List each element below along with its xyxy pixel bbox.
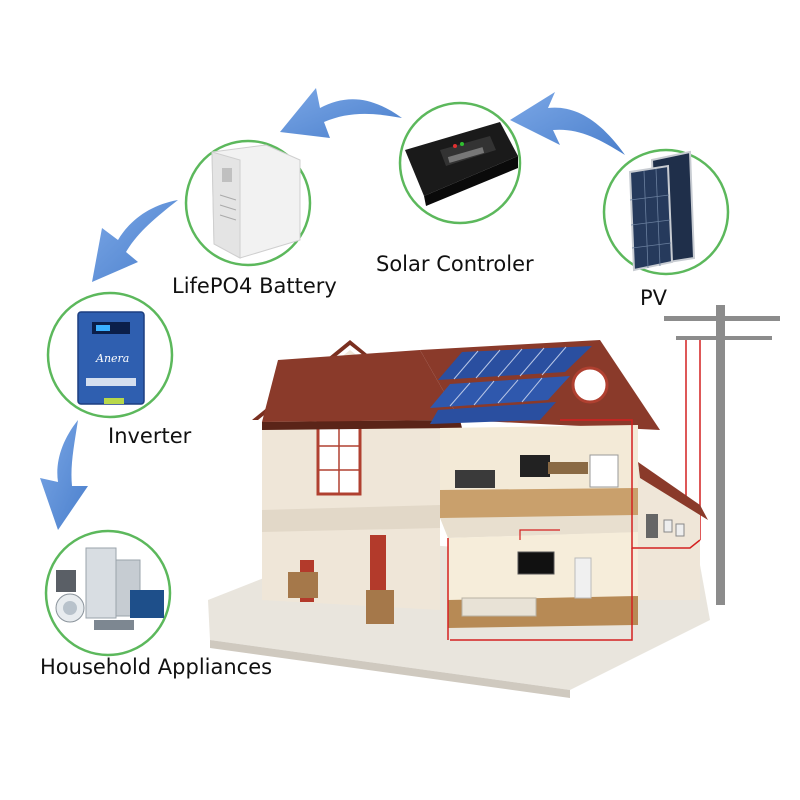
pv-label: PV: [640, 286, 668, 310]
battery-cabinet-icon: [211, 144, 301, 259]
flow-arrow-battery-to-inverter: [92, 200, 178, 282]
battery-node: [184, 139, 312, 267]
appliances-icon: [55, 547, 164, 630]
flow-arrow-inverter-to-appliances: [40, 420, 88, 530]
solar-controller-label: Solar Controler: [376, 252, 534, 276]
solar-panel-icon: [628, 150, 696, 272]
charge-controller-icon: [405, 122, 518, 206]
inverter-label: Inverter: [108, 424, 192, 448]
appliances-label: Household Appliances: [40, 655, 273, 679]
inverter-logo: Anera: [95, 352, 129, 365]
inverter-icon: [77, 311, 145, 405]
flow-arrow-controller-to-battery: [280, 88, 402, 138]
roof-solar-panels: [430, 346, 592, 424]
house-illustration: [208, 305, 780, 698]
appliances-node: [44, 529, 172, 657]
solar-controller-node: [398, 101, 522, 225]
flow-arrow-pv-to-controller: [510, 92, 625, 155]
battery-label: LifePO4 Battery: [172, 274, 337, 298]
pv-node: [602, 148, 730, 276]
inverter-node: [46, 291, 174, 419]
